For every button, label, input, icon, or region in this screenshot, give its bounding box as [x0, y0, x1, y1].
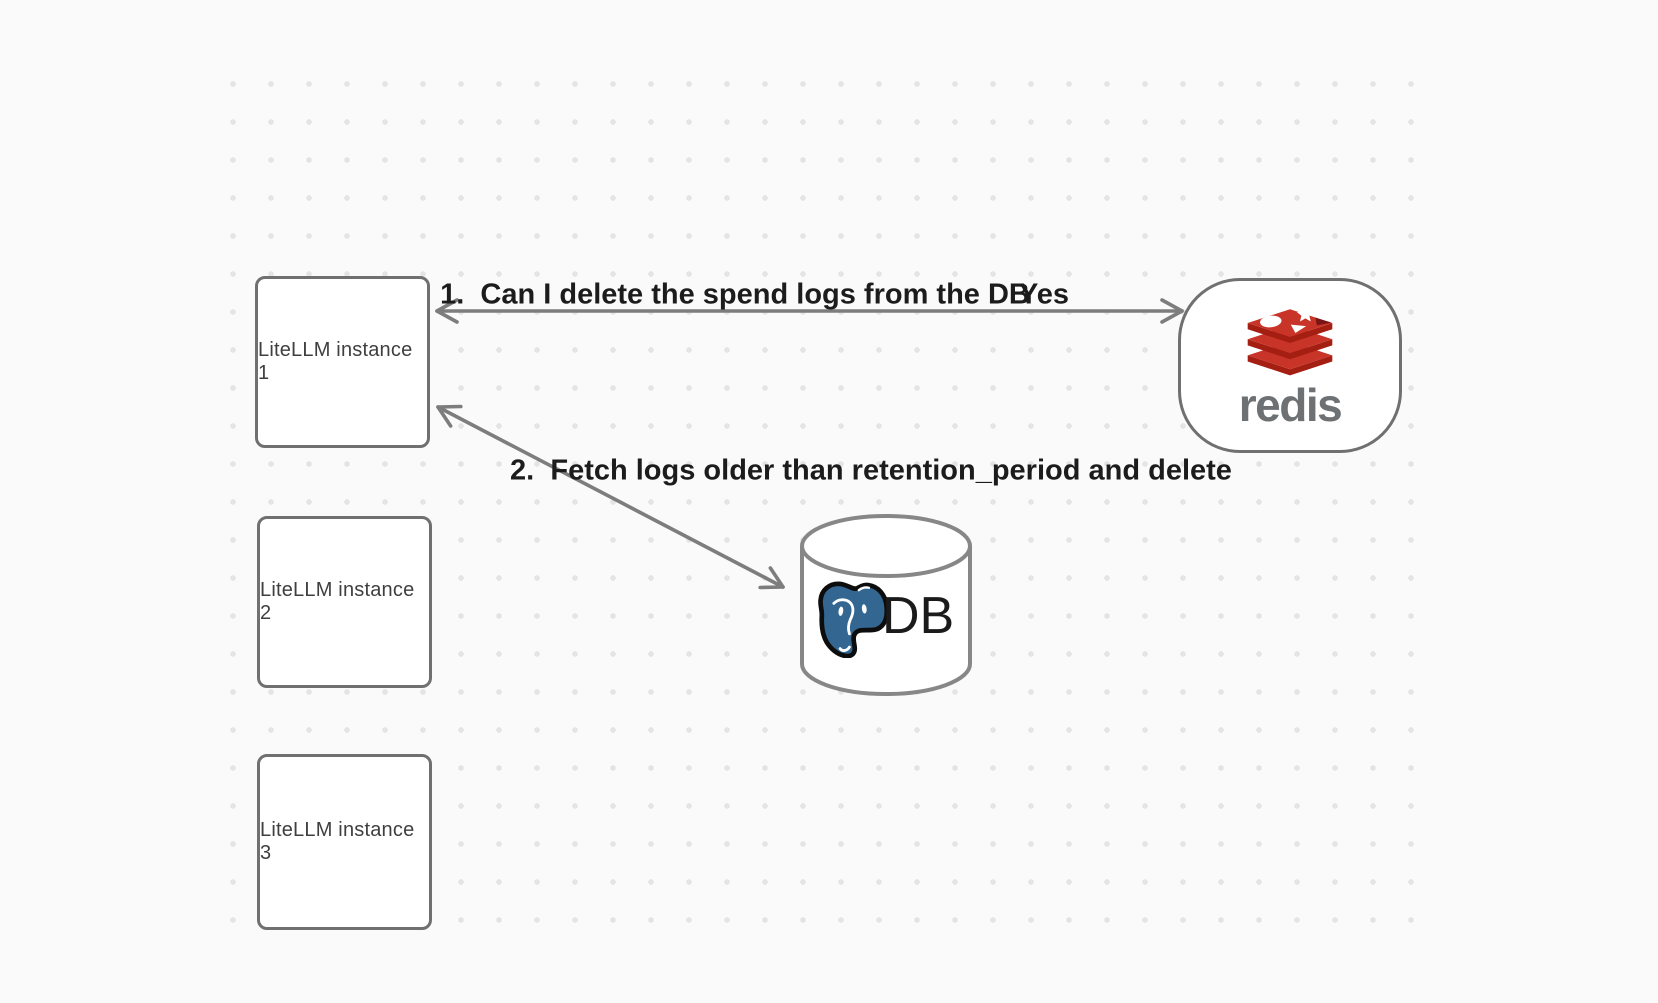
litellm-instance-2-label: LiteLLM instance 2	[260, 579, 415, 624]
litellm-instance-2-node[interactable]: LiteLLM instance 2	[257, 516, 432, 688]
redis-stack-logo-icon	[1247, 306, 1333, 376]
flow-1-reply-label: Yes	[1019, 278, 1069, 311]
redis-node[interactable]: redis	[1178, 278, 1402, 453]
litellm-instance-3-label: LiteLLM instance 3	[260, 819, 415, 864]
database-cylinder-node[interactable]: DB	[798, 512, 974, 700]
litellm-instance-3-node[interactable]: LiteLLM instance 3	[257, 754, 432, 930]
database-label: DB	[882, 587, 955, 645]
litellm-instance-1-node[interactable]: LiteLLM instance 1	[255, 276, 430, 448]
litellm-instance-1-label: LiteLLM instance 1	[258, 339, 413, 384]
redis-wordmark: redis	[1238, 379, 1343, 431]
flow-1-label: 1. Can I delete the spend logs from the …	[440, 278, 1030, 311]
postgresql-elephant-icon	[818, 581, 890, 658]
flow-2-label: 2. Fetch logs older than retention_perio…	[510, 454, 1232, 487]
